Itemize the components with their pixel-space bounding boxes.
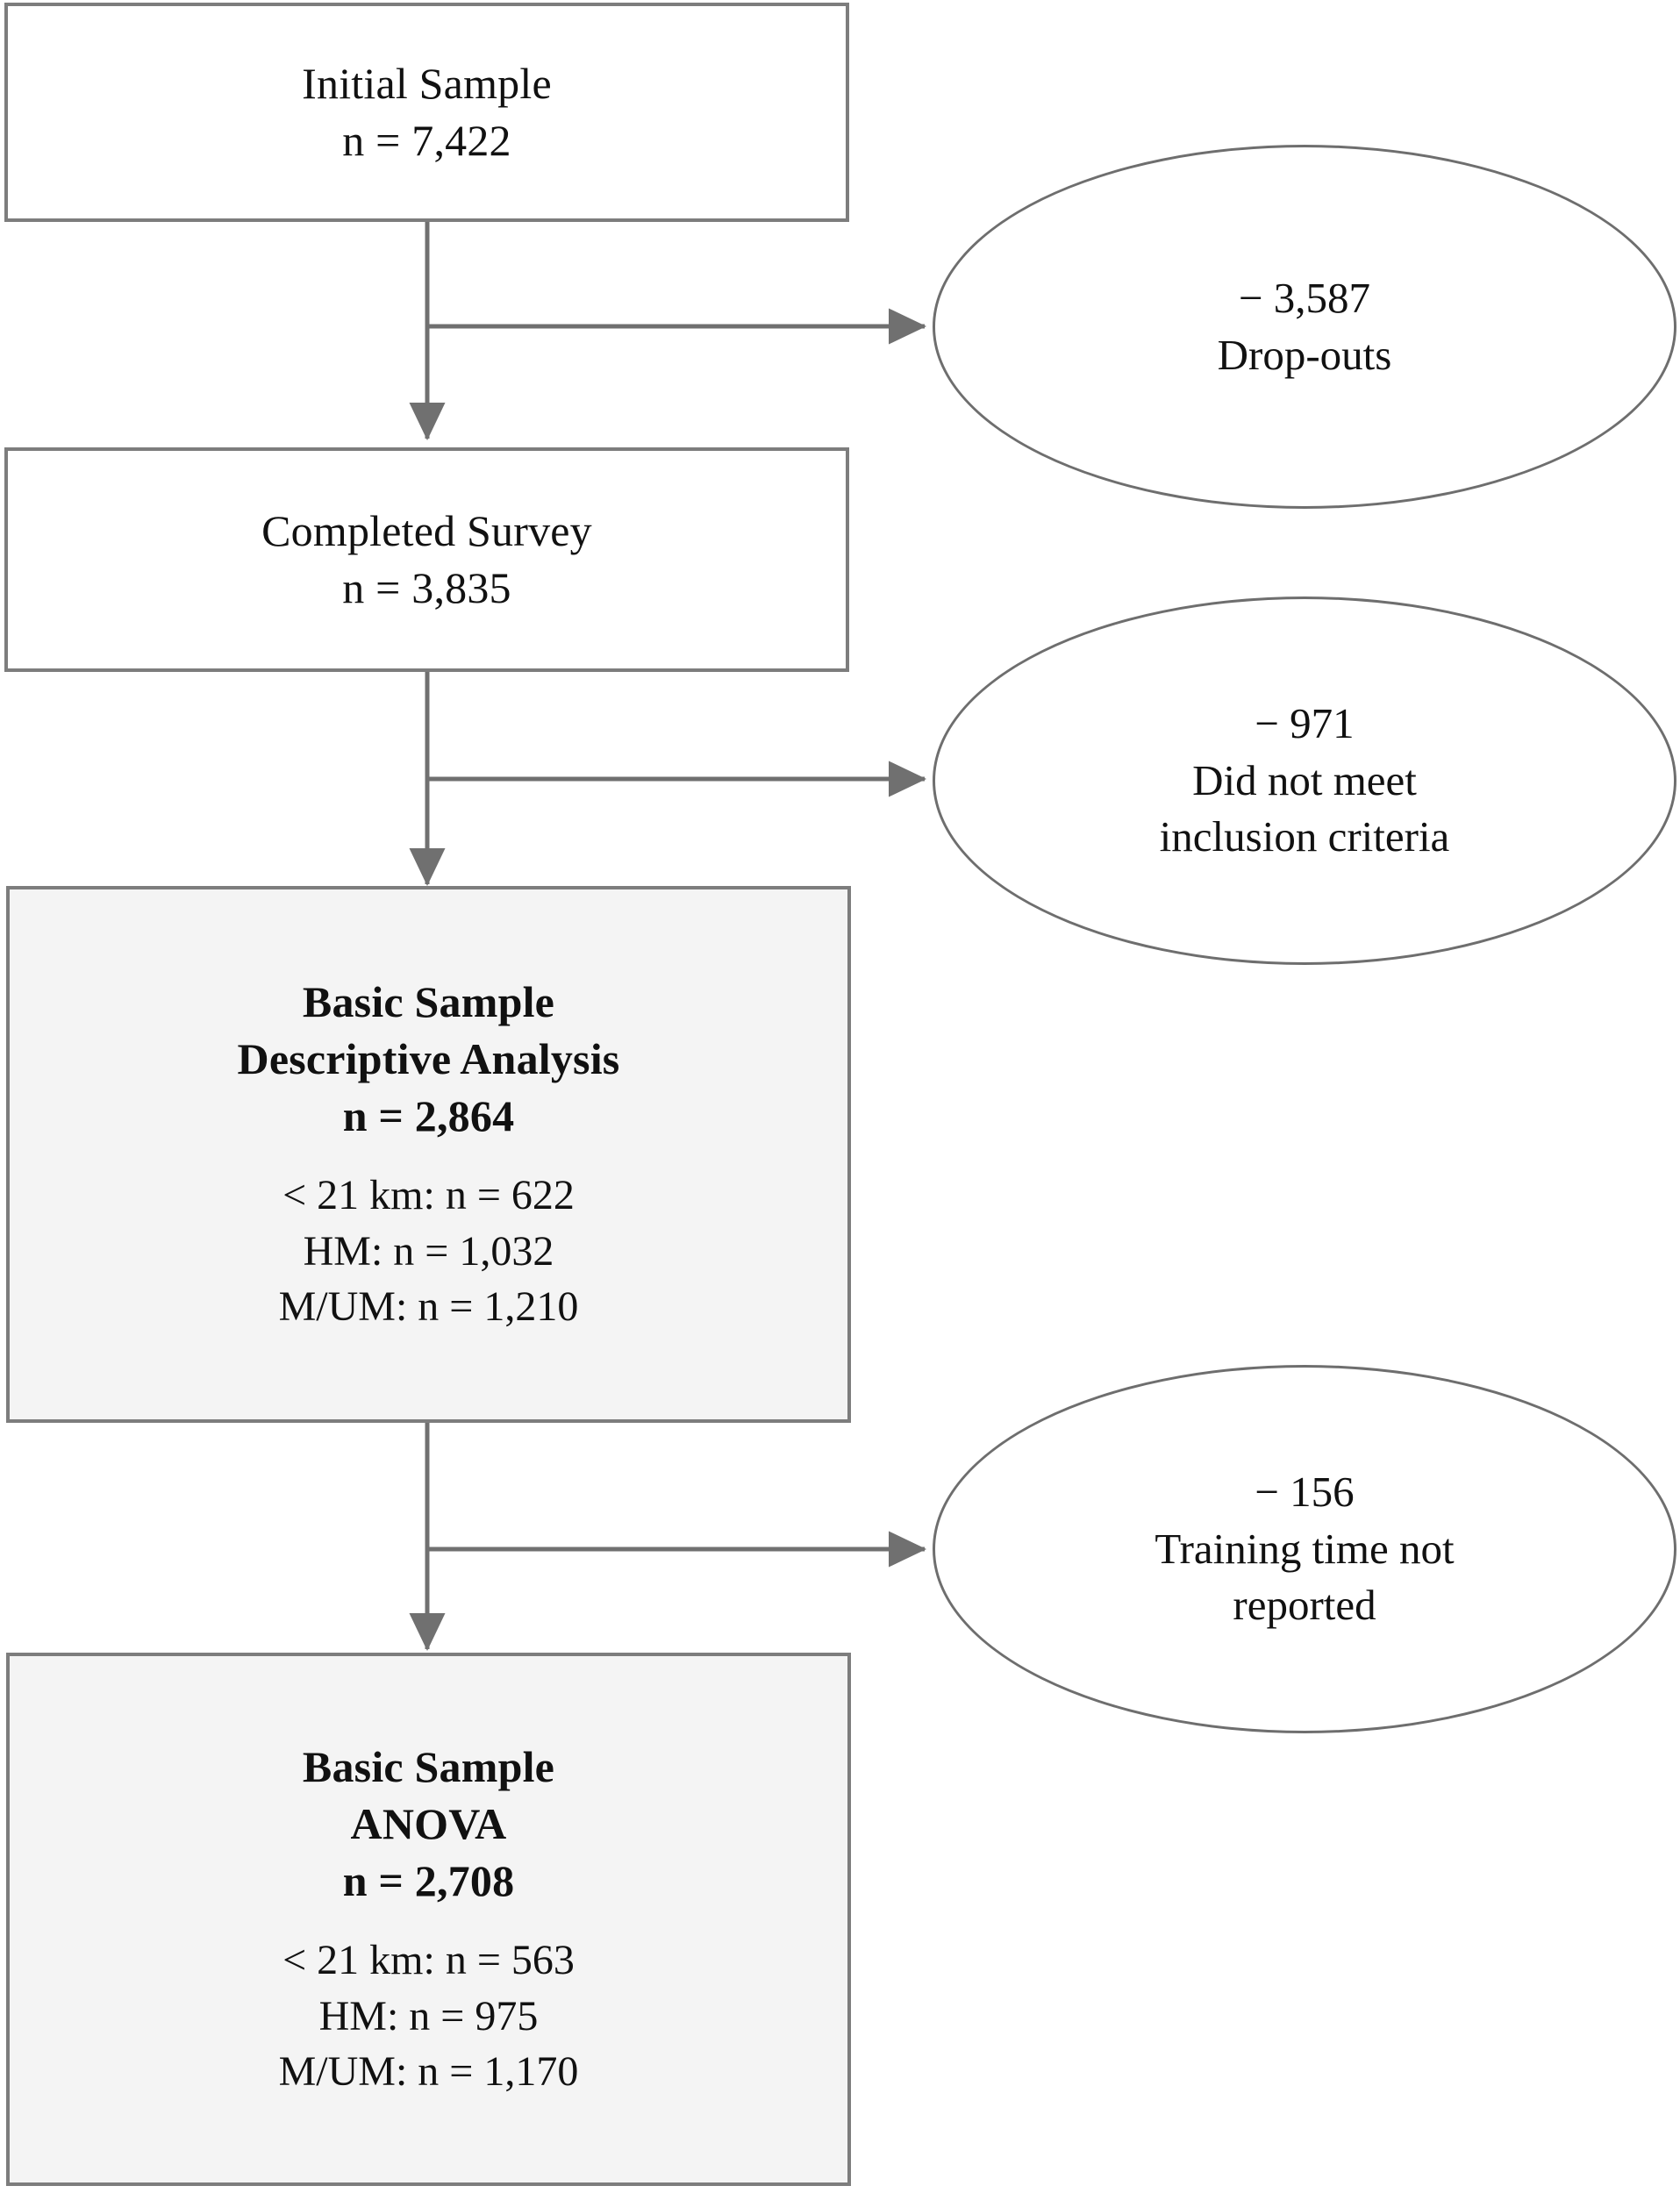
node-subtitle: Descriptive Analysis [237, 1034, 620, 1084]
detail-half-marathon: HM: n = 975 [318, 1992, 539, 2039]
node-training-time-not-reported: − 156 Training time not reported [933, 1365, 1676, 1733]
node-count: n = 2,708 [342, 1856, 515, 1906]
exclusion-reason-line: Drop-outs [1217, 330, 1392, 379]
node-detail-list: < 21 km: n = 622 HM: n = 1,032 M/UM: n =… [279, 1168, 579, 1334]
detail-marathon-ultra: M/UM: n = 1,170 [278, 2048, 579, 2096]
exclusion-reason-line: reported [1233, 1581, 1376, 1630]
exclusion-count: − 156 [1255, 1467, 1355, 1516]
node-title: Basic Sample [302, 1742, 555, 1792]
node-basic-sample-anova: Basic Sample ANOVA n = 2,708 < 21 km: n … [6, 1653, 851, 2186]
detail-half-marathon: HM: n = 1,032 [303, 1227, 554, 1275]
node-title: Initial Sample [302, 59, 552, 108]
node-subtitle: ANOVA [350, 1799, 507, 1849]
detail-distance-under-21km: < 21 km: n = 622 [282, 1172, 575, 1219]
node-drop-outs: − 3,587 Drop-outs [933, 145, 1676, 509]
node-completed-survey: Completed Survey n = 3,835 [4, 447, 849, 672]
detail-distance-under-21km: < 21 km: n = 563 [282, 1937, 575, 1984]
node-count: n = 7,422 [342, 116, 511, 165]
exclusion-count: − 971 [1255, 698, 1355, 747]
node-detail-list: < 21 km: n = 563 HM: n = 975 M/UM: n = 1… [279, 1932, 579, 2099]
exclusion-reason-line: Did not meet [1192, 755, 1417, 804]
exclusion-reason-line: Training time not [1155, 1524, 1455, 1573]
node-count: n = 3,835 [342, 563, 511, 612]
exclusion-count: − 3,587 [1238, 273, 1371, 322]
node-initial-sample: Initial Sample n = 7,422 [4, 3, 849, 222]
node-basic-sample-descriptive: Basic Sample Descriptive Analysis n = 2,… [6, 886, 851, 1423]
exclusion-reason-line: inclusion criteria [1159, 812, 1450, 861]
node-count: n = 2,864 [342, 1091, 515, 1141]
detail-marathon-ultra: M/UM: n = 1,210 [278, 1283, 579, 1331]
node-title: Basic Sample [302, 977, 555, 1027]
node-not-meeting-inclusion: − 971 Did not meet inclusion criteria [933, 596, 1676, 965]
node-title: Completed Survey [261, 506, 592, 555]
